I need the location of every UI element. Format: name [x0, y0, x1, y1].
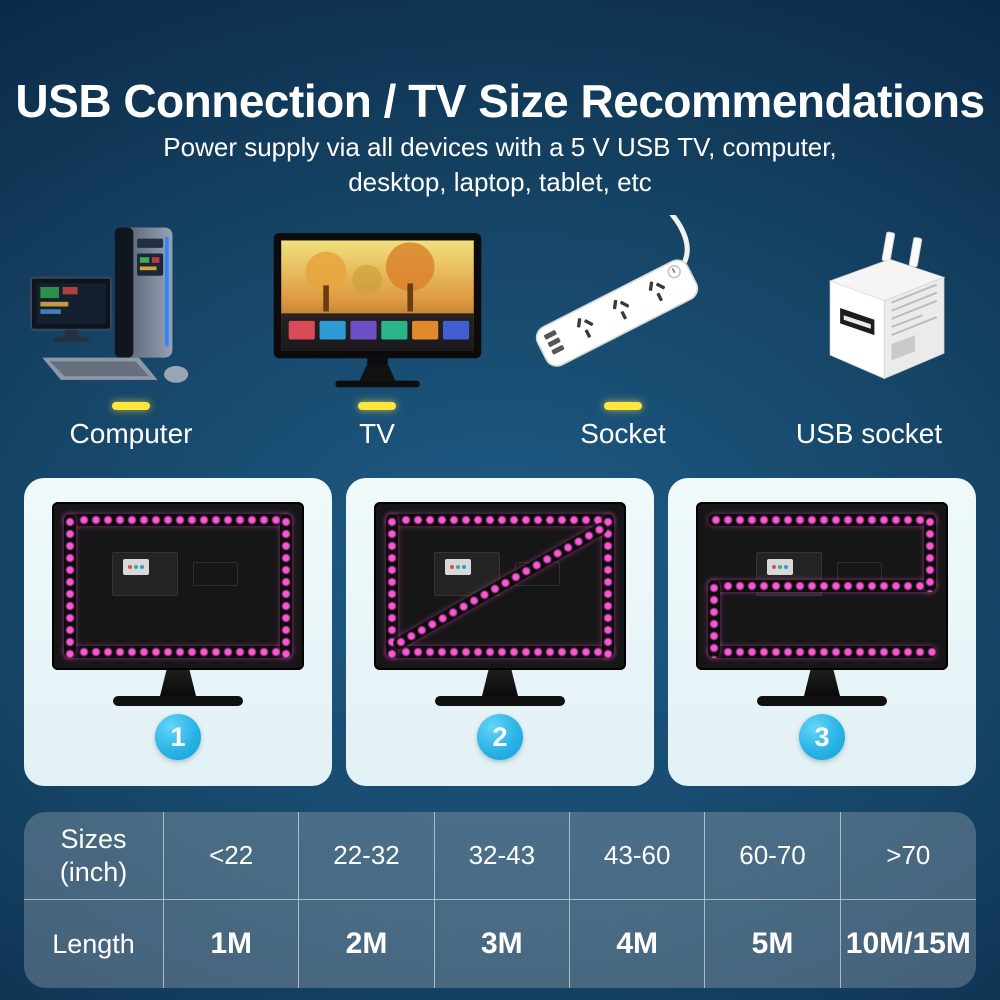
- device-label-computer: Computer: [69, 418, 193, 449]
- device-label-tv: TV: [359, 418, 395, 449]
- length-cell: 5M: [705, 900, 841, 988]
- installation-option-card-2: 2: [346, 478, 654, 786]
- installation-option-card-3: 3: [668, 478, 976, 786]
- tv-stand-base: [435, 696, 565, 706]
- device-tv: TV: [254, 192, 500, 450]
- led-strip-right: [280, 514, 292, 658]
- device-label-usb-socket: USB socket: [795, 418, 943, 449]
- led-strip-connector-left: [708, 580, 720, 658]
- size-cell: <22: [164, 812, 300, 900]
- table-header-sizes: Sizes (inch): [24, 812, 164, 900]
- computer-image: [29, 206, 234, 392]
- tv-back-illustration: [52, 502, 304, 706]
- highlight-dash: [604, 402, 642, 410]
- length-cell: 1M: [164, 900, 300, 988]
- highlight-dash: [358, 402, 396, 410]
- power-devices-row: Computer: [8, 192, 992, 450]
- step-badge-2: 2: [477, 714, 523, 760]
- tv-image: [270, 206, 485, 392]
- length-cell: 10M/15M: [845, 927, 971, 960]
- led-strip-middle: [708, 580, 936, 592]
- length-cell: 4M: [570, 900, 706, 988]
- device-socket: Socket: [500, 192, 746, 450]
- device-computer: Computer: [8, 192, 254, 450]
- tv-stand-base: [757, 696, 887, 706]
- table-header-length: Length: [24, 900, 164, 988]
- led-strip-bottom: [708, 646, 936, 658]
- led-strip-connector-right: [924, 514, 936, 592]
- subtitle-line-1: Power supply via all devices with a 5 V …: [163, 132, 837, 162]
- led-strip-top: [64, 514, 292, 526]
- subtitle-line-2: desktop, laptop, tablet, etc: [348, 167, 652, 198]
- led-strip-left: [64, 514, 76, 658]
- led-strip-right: [602, 514, 614, 658]
- device-label-socket: Socket: [580, 418, 666, 449]
- page-subtitle: Power supply via all devices with a 5 V …: [0, 130, 1000, 200]
- led-strip-bottom: [64, 646, 292, 658]
- size-cell: >70: [840, 812, 976, 900]
- tv-stand-neck: [804, 670, 840, 696]
- step-badge-3: 3: [799, 714, 845, 760]
- size-cell: 22-32: [299, 812, 435, 900]
- size-recommendation-table: Sizes (inch) <22 22-32 32-43 43-60 60-70…: [24, 812, 976, 988]
- length-cell: 2M: [299, 900, 435, 988]
- size-cell: 32-43: [434, 812, 570, 900]
- highlight-dash: [112, 402, 150, 410]
- tv-stand-neck: [160, 670, 196, 696]
- size-cell: 60-70: [705, 812, 841, 900]
- power-strip-image: [518, 206, 728, 392]
- page-title: USB Connection / TV Size Recommendations: [15, 75, 985, 127]
- step-badge-1: 1: [155, 714, 201, 760]
- led-strip-top: [708, 514, 936, 526]
- led-strip-left: [386, 514, 398, 658]
- device-usb-socket: USB socket: [746, 192, 992, 450]
- size-cell: 43-60: [569, 812, 706, 900]
- tv-stand-base: [113, 696, 243, 706]
- usb-wall-adapter-image: [783, 206, 955, 392]
- installation-option-card-1: 1: [24, 478, 332, 786]
- installation-options-row: 1 2: [24, 478, 976, 786]
- tv-back-illustration: [374, 502, 626, 706]
- led-strip-bottom: [386, 646, 614, 658]
- tv-stand-neck: [482, 670, 518, 696]
- length-cell: 3M: [435, 900, 570, 988]
- led-strip-top: [386, 514, 614, 526]
- tv-back-illustration: [696, 502, 948, 706]
